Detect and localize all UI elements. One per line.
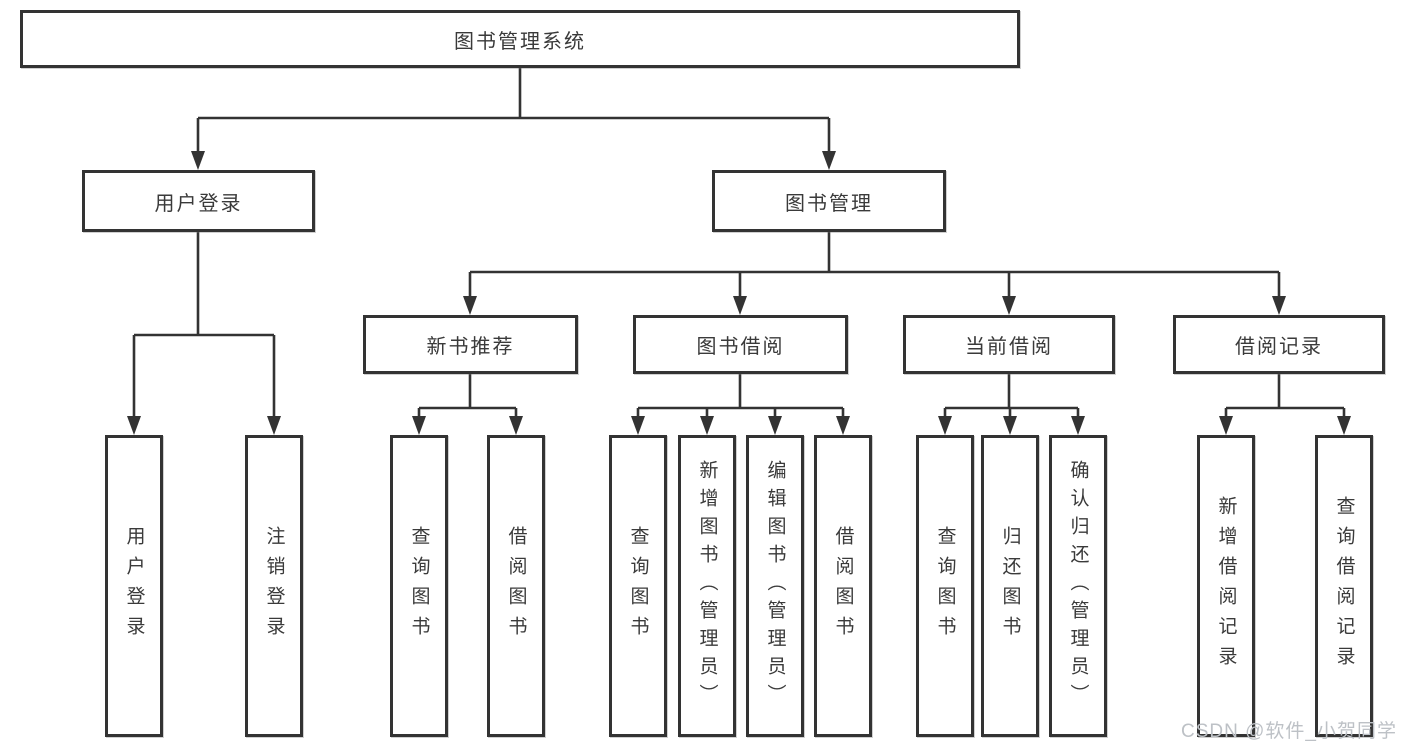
node-current-borrow-label: 当前借阅: [965, 336, 1053, 358]
leaf-query-borrow-record-label: 查询借阅记录: [1333, 496, 1355, 676]
csdn-watermark: CSDN @软件_小贺同学: [1181, 721, 1397, 742]
leaf-recommend-borrow-book-label: 借阅图书: [505, 526, 527, 646]
leaf-logout-label: 注销登录: [263, 526, 285, 646]
leaf-user-login: 用户登录: [105, 435, 163, 737]
leaf-user-login-label: 用户登录: [123, 526, 145, 646]
leaf-edit-book-admin-label: 编辑图书（管理员）: [764, 460, 786, 712]
leaf-current-query-book-label: 查询图书: [934, 526, 956, 646]
leaf-add-book-admin-label: 新增图书（管理员）: [696, 460, 718, 712]
leaf-borrow-query-book: 查询图书: [609, 435, 667, 737]
leaf-add-borrow-record-label: 新增借阅记录: [1215, 496, 1237, 676]
node-user-login: 用户登录: [82, 170, 315, 232]
node-new-book-recommend-label: 新书推荐: [426, 336, 515, 358]
leaf-add-borrow-record: 新增借阅记录: [1197, 435, 1255, 737]
leaf-borrow-query-book-label: 查询图书: [627, 526, 649, 646]
leaf-logout: 注销登录: [245, 435, 303, 737]
leaf-return-book: 归还图书: [981, 435, 1039, 737]
leaf-add-book-admin: 新增图书（管理员）: [678, 435, 736, 737]
node-borrow-records-label: 借阅记录: [1235, 336, 1323, 358]
node-user-login-label: 用户登录: [154, 192, 243, 215]
leaf-return-book-label: 归还图书: [999, 526, 1021, 646]
leaf-borrow-book-label: 借阅图书: [832, 526, 854, 646]
leaf-edit-book-admin: 编辑图书（管理员）: [746, 435, 804, 737]
node-borrow-records: 借阅记录: [1173, 315, 1385, 374]
leaf-borrow-book: 借阅图书: [814, 435, 872, 737]
node-current-borrow: 当前借阅: [903, 315, 1115, 374]
node-book-borrow: 图书借阅: [633, 315, 848, 374]
node-system-root-label: 图书管理系统: [454, 30, 586, 53]
arrowheads: [127, 151, 1351, 435]
node-book-borrow-label: 图书借阅: [696, 336, 785, 358]
leaf-confirm-return-admin: 确认归还（管理员）: [1049, 435, 1107, 737]
node-book-management: 图书管理: [712, 170, 946, 232]
leaf-confirm-return-admin-label: 确认归还（管理员）: [1067, 460, 1089, 712]
leaf-recommend-borrow-book: 借阅图书: [487, 435, 545, 737]
leaf-recommend-query-book: 查询图书: [390, 435, 448, 737]
leaf-query-borrow-record: 查询借阅记录: [1315, 435, 1373, 737]
node-book-management-label: 图书管理: [785, 192, 873, 215]
node-new-book-recommend: 新书推荐: [363, 315, 578, 374]
leaf-current-query-book: 查询图书: [916, 435, 974, 737]
leaf-recommend-query-book-label: 查询图书: [408, 526, 430, 646]
node-system-root: 图书管理系统: [20, 10, 1020, 68]
